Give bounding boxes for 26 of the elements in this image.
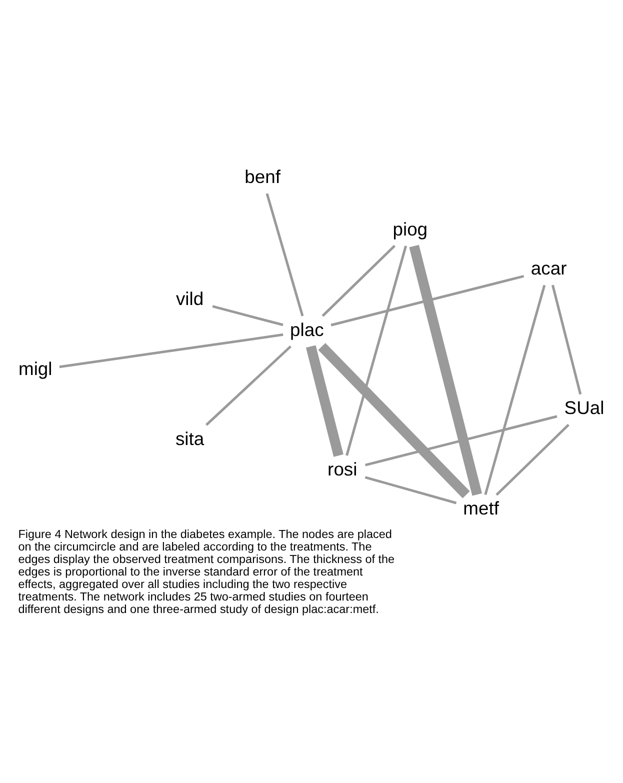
connector: [364, 476, 457, 504]
node-text: rosi: [328, 458, 358, 480]
connector: [496, 424, 570, 496]
connector: [409, 244, 482, 496]
connector: [484, 284, 546, 496]
caption: Figure 4 Network design in the diabetes example. The nodes are placed on the circumcircle and are labeled according to the treatments. The edges display the observed treatment comparisons. The thickness of the edges is proportional to the inverse standard error of the treatment effects, aggregated over all studies including the two respective treatments. The network includes 25 two-armed studies on fourteen different designs and one three-armed study of design plac:acar:metf.: [18, 528, 395, 616]
node-text: sita: [175, 428, 204, 450]
connector: [266, 193, 304, 316]
connector: [318, 342, 470, 498]
connector: [205, 345, 292, 426]
node-text: SUal: [564, 397, 604, 418]
connector: [322, 244, 396, 317]
node-text: benf: [244, 166, 280, 188]
node-text: migl: [18, 358, 52, 380]
node-text: piog: [392, 218, 428, 240]
connector: [346, 246, 408, 456]
connector: [59, 333, 284, 368]
connector: [551, 284, 582, 395]
connector: [364, 415, 558, 466]
node-text: plac: [290, 318, 324, 340]
node-text: vild: [176, 288, 204, 310]
node-text: metf: [463, 498, 499, 519]
connector: [306, 345, 344, 457]
connector: [330, 274, 524, 326]
node-text: acar: [530, 258, 567, 279]
connector: [212, 305, 284, 326]
